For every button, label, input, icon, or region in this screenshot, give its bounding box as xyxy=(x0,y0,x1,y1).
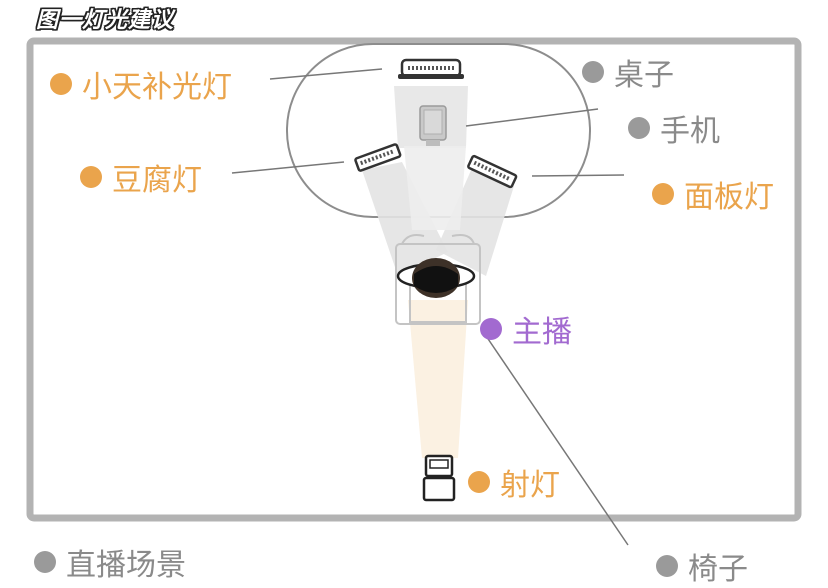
label-chair: 椅子 xyxy=(656,544,748,588)
light-dot xyxy=(468,471,490,493)
light-dot xyxy=(50,73,72,95)
label-table: 桌子 xyxy=(582,50,674,94)
diagram-title: 图一灯光建议 xyxy=(36,8,175,33)
center-beam xyxy=(404,146,466,230)
object-dot xyxy=(582,61,604,83)
label-spotlight: 射灯 xyxy=(468,460,560,504)
label-small-fill-light: 小天补光灯 xyxy=(50,62,232,106)
small-fill-light-icon xyxy=(398,58,464,79)
leader-phone xyxy=(465,108,599,127)
label-scene: 直播场景 xyxy=(34,540,186,584)
spotlight-beam xyxy=(408,300,468,458)
phone-icon xyxy=(419,105,447,146)
object-dot xyxy=(34,551,56,573)
label-host: 主播 xyxy=(480,307,572,351)
leader-panel-light xyxy=(531,174,625,177)
panel-light-beam xyxy=(436,168,514,276)
host-dot xyxy=(480,318,502,340)
spotlight-icon xyxy=(422,454,456,502)
scene-frame xyxy=(26,37,802,522)
panel-light-icon xyxy=(467,154,518,189)
label-panel-light: 面板灯 xyxy=(652,172,774,216)
light-dot xyxy=(80,166,102,188)
leader-tofu-light xyxy=(231,161,345,174)
object-dot xyxy=(628,117,650,139)
tofu-light-icon xyxy=(354,143,402,172)
light-dot xyxy=(652,183,674,205)
host-figure xyxy=(396,258,476,298)
object-dot xyxy=(656,555,678,577)
leader-chair xyxy=(481,329,629,546)
label-tofu-light: 豆腐灯 xyxy=(80,155,202,199)
leader-small-fill-light xyxy=(269,68,383,80)
tofu-light-beam xyxy=(362,162,448,276)
label-phone: 手机 xyxy=(628,106,720,150)
